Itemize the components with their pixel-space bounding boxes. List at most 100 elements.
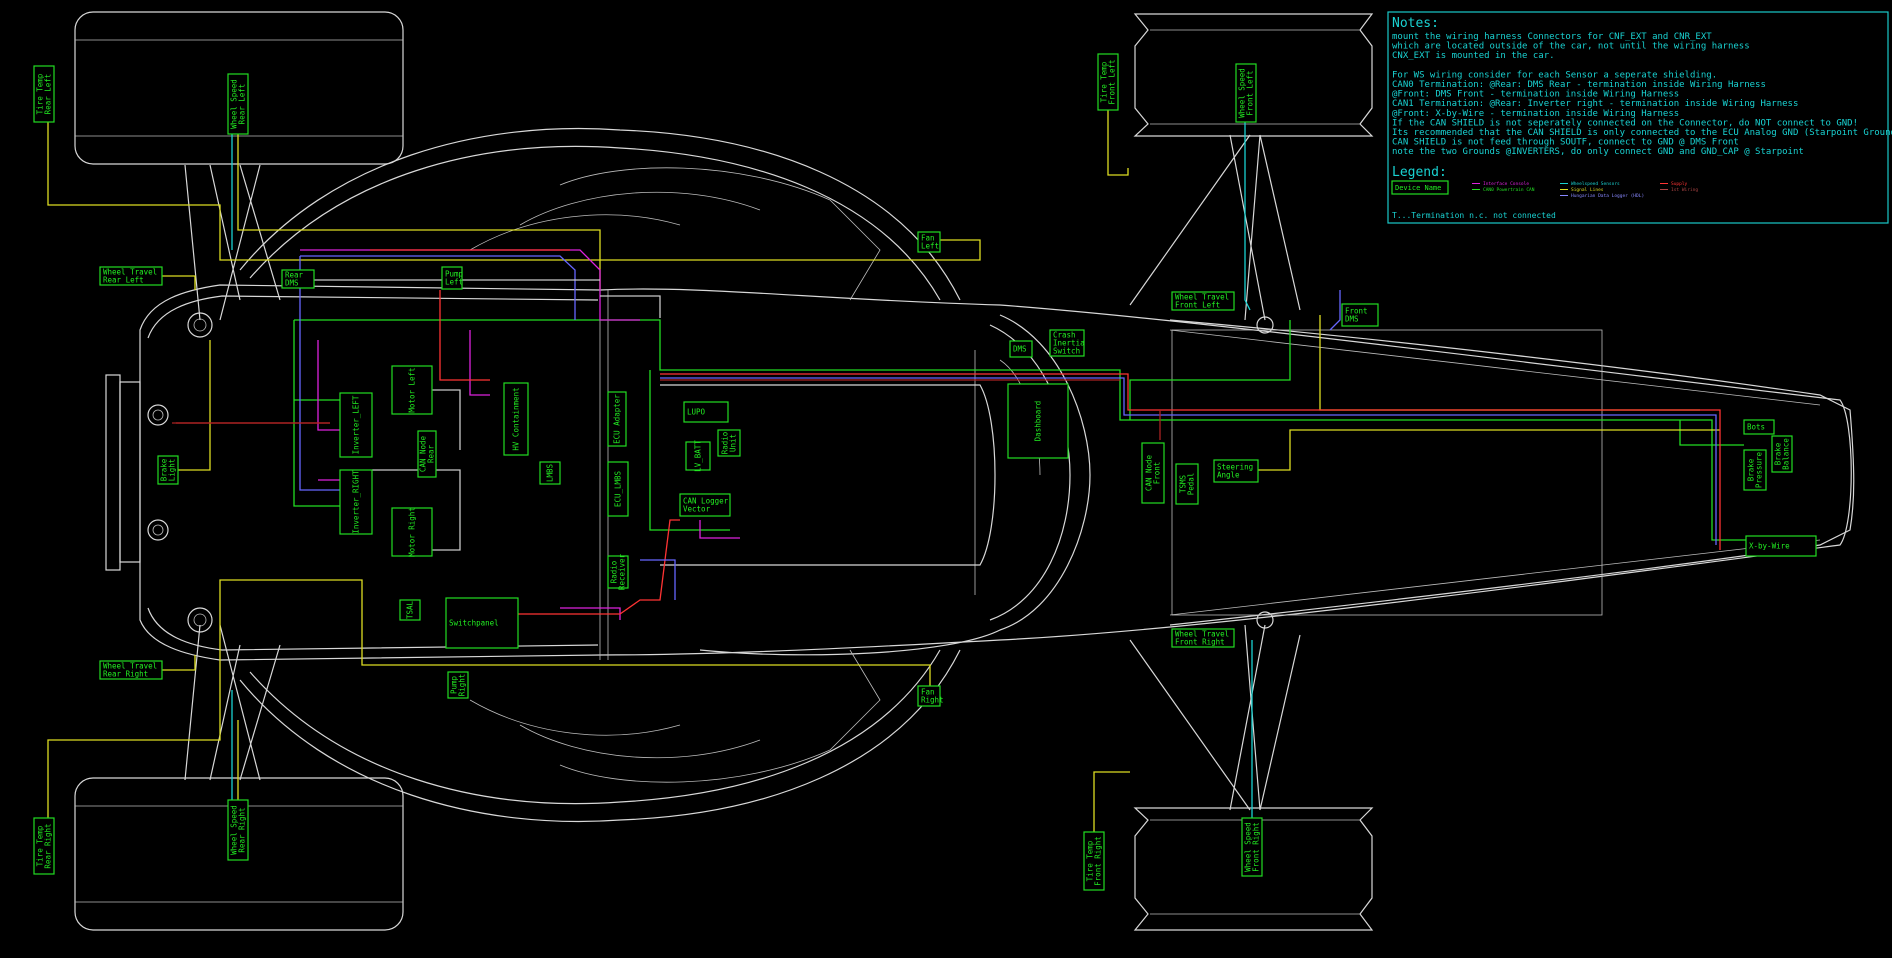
component-dms[interactable]: DMS bbox=[1009, 340, 1033, 358]
component-brake-pressure[interactable]: BrakePressure bbox=[1743, 449, 1767, 491]
component-label: Wheel SpeedRear Left bbox=[230, 79, 247, 129]
component-tire-temp-rear-left[interactable]: Tire TempRear Left bbox=[33, 65, 55, 123]
component-pump-right[interactable]: PumpRight bbox=[447, 671, 469, 699]
component-box bbox=[679, 493, 731, 517]
component-lupo[interactable]: LUPO bbox=[683, 401, 729, 423]
rear-left-wheel bbox=[74, 11, 404, 165]
wire bbox=[699, 520, 740, 539]
component-can-node-front[interactable]: CAN NodeFront bbox=[1141, 442, 1165, 504]
component-label: LUPO bbox=[687, 408, 706, 417]
component-tire-temp-front-right[interactable]: Tire TempFront Right bbox=[1083, 831, 1105, 891]
component-box bbox=[33, 65, 55, 123]
component-box bbox=[1213, 459, 1259, 483]
legend-entry-label: Supply bbox=[1671, 181, 1688, 187]
notes-line: CAN1 Termination: @Rear: Inverter right … bbox=[1392, 99, 1798, 109]
wire bbox=[432, 389, 461, 450]
component-motor-right[interactable]: Motor Right bbox=[391, 507, 433, 557]
legend-entry-label: 1st Wiring bbox=[1671, 187, 1698, 193]
component-inverter-left[interactable]: Inverter_LEFT bbox=[339, 392, 373, 458]
component-lmbs[interactable]: LMBS bbox=[539, 461, 561, 485]
component-bots[interactable]: Bots bbox=[1743, 419, 1775, 435]
wire bbox=[1093, 771, 1130, 832]
legend-entry-label: CAN0 Powertrain CAN bbox=[1483, 187, 1535, 193]
component-radio-unit[interactable]: RadioUnit bbox=[717, 429, 741, 457]
component-motor-left[interactable]: Motor Left bbox=[391, 365, 433, 415]
component-tsal[interactable]: TSAL bbox=[399, 599, 421, 621]
wire bbox=[1679, 420, 1744, 446]
component-label: LV_BATT bbox=[694, 440, 703, 472]
notes-line: CAN SHIELD is not feed through SOUTF, co… bbox=[1392, 138, 1739, 148]
component-label: RadioUnit bbox=[721, 431, 738, 454]
component-label: Inverter_RIGHT bbox=[352, 470, 361, 534]
component-wheel-speed-front-right[interactable]: Wheel SpeedFront Right bbox=[1241, 817, 1263, 877]
component-inverter-right[interactable]: Inverter_RIGHT bbox=[339, 469, 373, 535]
wire bbox=[649, 370, 730, 531]
component-label: Wheel SpeedFront Left bbox=[1238, 68, 1255, 118]
component-wheel-speed-front-left[interactable]: Wheel SpeedFront Left bbox=[1235, 63, 1257, 123]
component-wheel-speed-rear-right[interactable]: Wheel SpeedRear Right bbox=[227, 799, 249, 861]
component-can-node-rear[interactable]: CAN NodeRear bbox=[417, 430, 437, 478]
component-ecu-lmbs[interactable]: ECU_LMBS bbox=[607, 461, 629, 517]
component-label: DMS bbox=[1013, 345, 1027, 354]
wire bbox=[372, 469, 461, 551]
notes-line: @Front: DMS Front - termination inside W… bbox=[1392, 90, 1679, 100]
component-tire-temp-front-left[interactable]: Tire TempFront Left bbox=[1097, 53, 1119, 111]
component-label: PumpRight bbox=[450, 674, 467, 697]
component-label: LMBS bbox=[546, 463, 555, 482]
component-radio-receiver[interactable]: RadioReceiver bbox=[607, 553, 629, 590]
component-wheel-speed-rear-left[interactable]: Wheel SpeedRear Left bbox=[227, 73, 249, 135]
component-brake-balance[interactable]: BrakeBalance bbox=[1771, 435, 1793, 473]
component-tire-temp-rear-right[interactable]: Tire TempRear Right bbox=[33, 817, 55, 875]
component-box bbox=[683, 401, 729, 423]
notes-lines: mount the wiring harness Connectors for … bbox=[1392, 32, 1892, 157]
wire-grey bbox=[600, 295, 661, 318]
wiring-harness bbox=[47, 110, 1746, 832]
component-ecu-adapter[interactable]: ECU Adapter bbox=[607, 391, 627, 447]
notes-line: @Front: X-by-Wire - termination inside W… bbox=[1392, 109, 1679, 119]
wire bbox=[317, 340, 340, 431]
component-label: Bots bbox=[1747, 423, 1765, 432]
wire bbox=[1129, 320, 1291, 420]
notes-title: Notes: bbox=[1392, 16, 1439, 31]
component-box bbox=[1171, 628, 1235, 648]
component-label: HV Containment bbox=[512, 387, 521, 450]
component-box bbox=[1235, 63, 1257, 123]
component-tsms-pedal[interactable]: TSMSPedal bbox=[1175, 463, 1199, 505]
component-box bbox=[1771, 435, 1793, 473]
component-switchpanel[interactable]: Switchpanel bbox=[445, 597, 519, 649]
component-brake-light[interactable]: BrakeLight bbox=[157, 455, 179, 485]
notes-line: If the CAN SHIELD is not seperately conn… bbox=[1392, 118, 1858, 128]
component-hv-containment[interactable]: HV Containment bbox=[503, 382, 529, 456]
wire-hdl bbox=[300, 255, 576, 320]
front-left-wheel bbox=[1133, 13, 1374, 137]
component-box bbox=[1175, 463, 1199, 505]
component-x-by-wire[interactable]: X-by-Wire bbox=[1745, 535, 1817, 557]
component-dashboard[interactable]: Dashboard bbox=[1007, 383, 1069, 459]
component-lv-batt[interactable]: LV_BATT bbox=[685, 440, 711, 472]
component-label: Motor Left bbox=[408, 367, 417, 412]
wire-can bbox=[294, 319, 1746, 541]
component-box bbox=[391, 365, 433, 415]
wire bbox=[299, 256, 340, 491]
component-box bbox=[33, 817, 55, 875]
